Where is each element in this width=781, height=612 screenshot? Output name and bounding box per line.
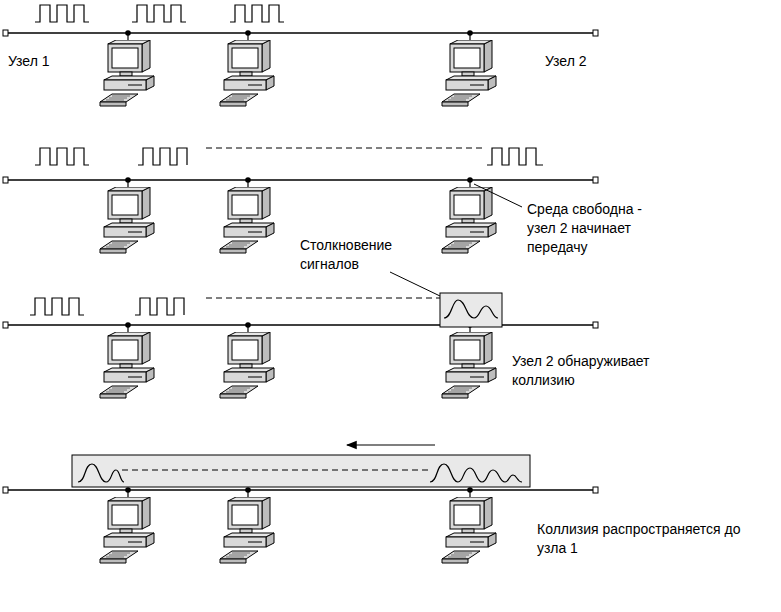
node-label: Узел 1 bbox=[8, 52, 50, 71]
direction-arrow bbox=[347, 444, 435, 445]
collision-waveform bbox=[444, 300, 498, 318]
annotation-text: Среда свободна - узел 2 начинает передач… bbox=[527, 200, 655, 257]
collision-waveform bbox=[430, 464, 522, 482]
dashed-signal bbox=[122, 470, 430, 471]
bus-terminators bbox=[3, 30, 598, 493]
annotation-text: Узел 2 обнаруживает коллизию bbox=[512, 352, 677, 390]
taps bbox=[128, 33, 470, 498]
collision-box bbox=[440, 293, 502, 327]
dashed-signal bbox=[122, 148, 486, 470]
bus-lines bbox=[8, 33, 593, 490]
collision-band bbox=[72, 455, 530, 487]
leader-line bbox=[390, 272, 440, 296]
leader-line bbox=[474, 184, 522, 207]
tap-dots bbox=[125, 30, 473, 493]
annotation-text: Коллизия распространяется до узла 1 bbox=[537, 520, 745, 558]
node-label: Узел 2 bbox=[545, 52, 587, 71]
collision-waveform bbox=[78, 464, 124, 482]
callout-text: Столкновение сигналов bbox=[300, 236, 408, 274]
signal-waveforms bbox=[30, 5, 543, 315]
